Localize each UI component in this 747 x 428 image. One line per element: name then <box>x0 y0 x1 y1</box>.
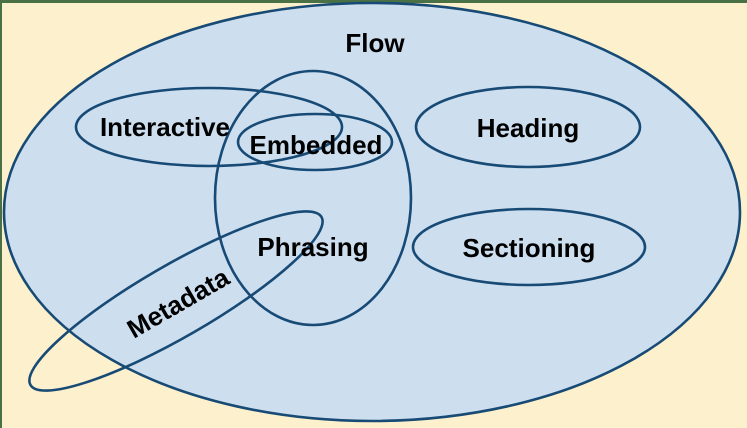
sectioning-set-ellipse <box>411 207 647 287</box>
flow-label: Flow <box>345 28 405 58</box>
heading-set-ellipse <box>414 85 642 169</box>
embedded-label: Embedded <box>250 130 383 160</box>
heading-label: Heading <box>477 113 580 143</box>
interactive-set-ellipse <box>74 86 344 168</box>
frame-border-top <box>0 0 747 3</box>
metadata-set-ellipse <box>28 210 324 392</box>
phrasing-label: Phrasing <box>257 232 368 262</box>
embedded-set-ellipse <box>236 112 394 172</box>
sectioning-label: Sectioning <box>463 233 596 263</box>
flow-set-ellipse <box>2 1 742 423</box>
phrasing-set-ellipse <box>213 69 413 327</box>
frame-border-left <box>0 0 2 428</box>
interactive-label: Interactive <box>100 112 230 142</box>
